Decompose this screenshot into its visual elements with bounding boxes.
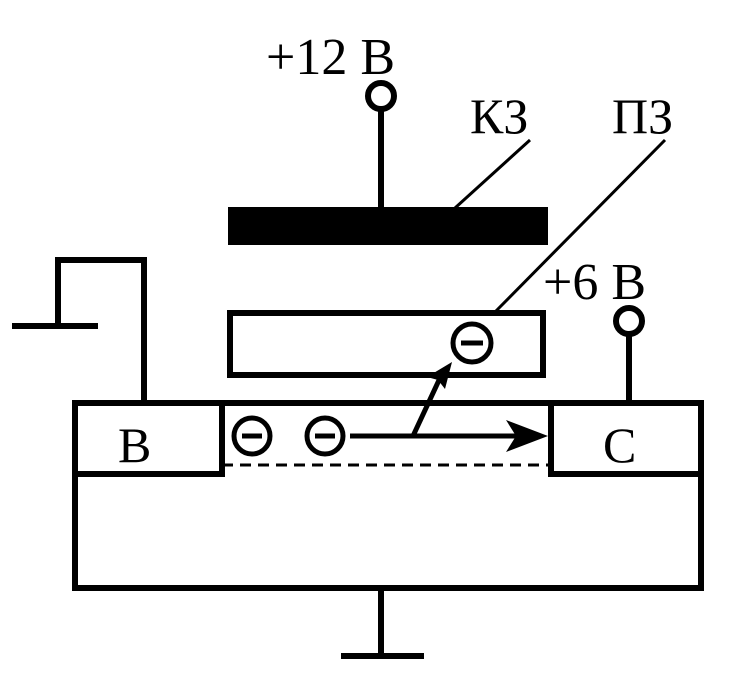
control-gate-label: КЗ [470,88,528,144]
control-gate [228,207,548,245]
drain-terminal-icon [613,305,645,337]
drain-region [548,403,701,477]
trapped-electron-icon [450,321,494,365]
channel-electron-icon [231,415,273,457]
control-gate-leader [453,138,532,210]
floating-gate [227,310,546,378]
floating-gate-label: ПЗ [612,88,673,144]
source-region [75,403,225,477]
injection-arrowhead-icon [427,362,452,389]
gate-terminal-icon [365,80,397,112]
channel-electron-icon [304,415,346,457]
drain-voltage-label: +6 В [543,254,646,311]
floating-gate-leader [493,138,667,314]
gate-voltage-label: +12 В [266,29,395,86]
pulse-icon [12,257,147,403]
drain-label: С [603,417,636,473]
injection-arrow [410,376,443,438]
source-label: В [118,417,151,473]
electron-flow-arrowhead-icon [506,420,548,452]
